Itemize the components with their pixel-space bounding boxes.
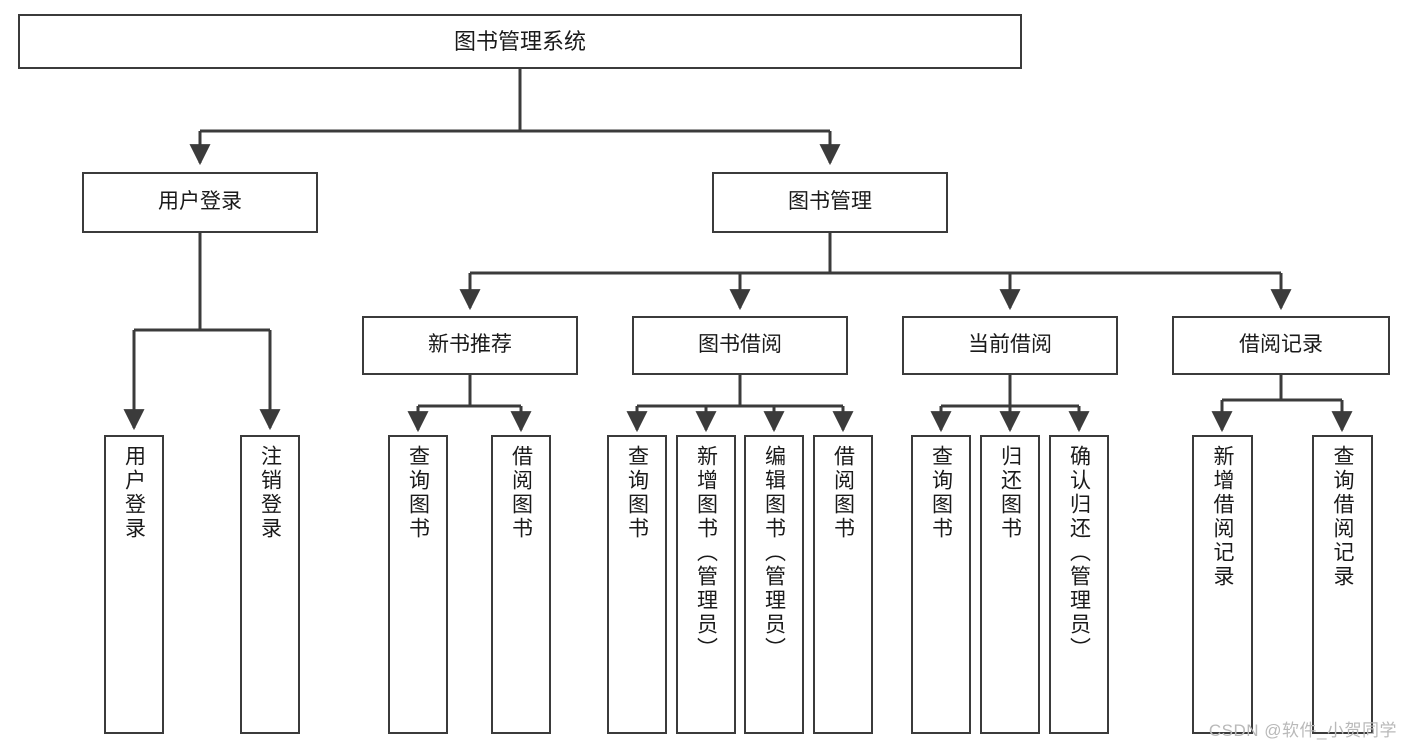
- node-user-login[interactable]: 用户登录: [82, 172, 318, 233]
- node-book-management[interactable]: 图书管理: [712, 172, 948, 233]
- node-root-system[interactable]: 图书管理系统: [18, 14, 1022, 69]
- leaf-query-borrow-record[interactable]: 查询借阅记录: [1312, 435, 1373, 734]
- leaf-query-book-borrow[interactable]: 查询图书: [607, 435, 667, 734]
- node-label: 新增图书（管理员）: [694, 445, 718, 661]
- node-label: 确认归还（管理员）: [1067, 445, 1091, 661]
- leaf-query-book-recommend[interactable]: 查询图书: [388, 435, 448, 734]
- node-label: 图书管理系统: [453, 28, 586, 54]
- leaf-add-book-admin[interactable]: 新增图书（管理员）: [676, 435, 736, 734]
- watermark: CSDN @软件_小贺同学: [1208, 721, 1397, 740]
- leaf-add-borrow-record[interactable]: 新增借阅记录: [1192, 435, 1253, 734]
- node-label: 用户登录: [158, 190, 242, 214]
- node-label: 查询借阅记录: [1331, 445, 1354, 589]
- node-label: 借阅记录: [1239, 333, 1323, 357]
- leaf-query-book-current[interactable]: 查询图书: [911, 435, 971, 734]
- leaf-confirm-return-admin[interactable]: 确认归还（管理员）: [1049, 435, 1109, 734]
- node-current-borrow[interactable]: 当前借阅: [902, 316, 1118, 375]
- node-label: 归还图书: [998, 445, 1022, 541]
- node-label: 查询图书: [406, 445, 430, 541]
- node-label: 新书推荐: [428, 333, 512, 357]
- node-label: 用户登录: [122, 445, 146, 541]
- node-label: 查询图书: [929, 445, 953, 541]
- node-label: 编辑图书（管理员）: [762, 445, 786, 661]
- node-label: 查询图书: [625, 445, 649, 541]
- node-borrow-records[interactable]: 借阅记录: [1172, 316, 1390, 375]
- leaf-edit-book-admin[interactable]: 编辑图书（管理员）: [744, 435, 804, 734]
- node-label: 新增借阅记录: [1211, 445, 1234, 589]
- leaf-user-login[interactable]: 用户登录: [104, 435, 164, 734]
- node-label: 图书借阅: [698, 333, 782, 357]
- node-label: 借阅图书: [831, 445, 855, 541]
- node-book-borrow[interactable]: 图书借阅: [632, 316, 848, 375]
- node-label: 当前借阅: [968, 333, 1052, 357]
- node-label: 注销登录: [258, 445, 282, 541]
- node-label: 图书管理: [788, 190, 872, 214]
- leaf-user-logout[interactable]: 注销登录: [240, 435, 300, 734]
- leaf-borrow-book[interactable]: 借阅图书: [813, 435, 873, 734]
- node-new-book-recommend[interactable]: 新书推荐: [362, 316, 578, 375]
- node-label: 借阅图书: [509, 445, 533, 541]
- leaf-return-book[interactable]: 归还图书: [980, 435, 1040, 734]
- leaf-borrow-book-recommend[interactable]: 借阅图书: [491, 435, 551, 734]
